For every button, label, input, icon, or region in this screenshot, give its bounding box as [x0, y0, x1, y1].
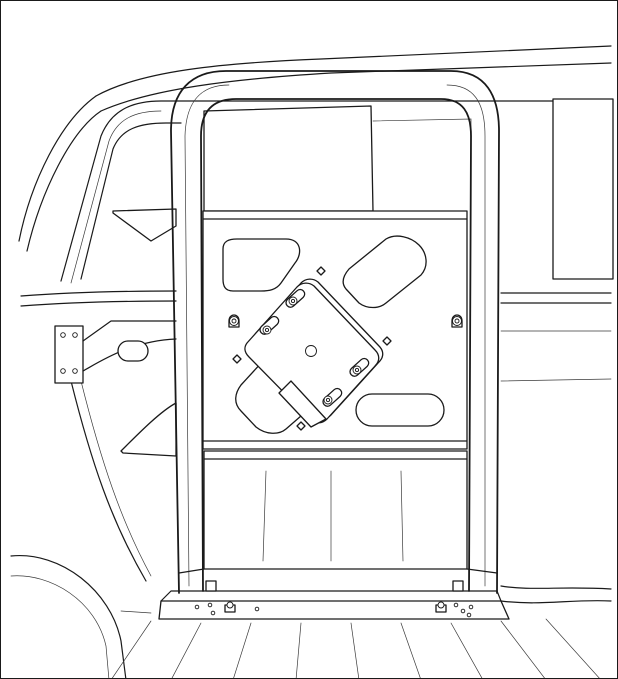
bracket-slot-left	[259, 315, 280, 335]
hoop-frame	[170, 70, 500, 594]
lower-panel	[178, 450, 498, 574]
truck-cab-rear	[10, 45, 614, 678]
bracket-slot-top	[285, 288, 306, 308]
bracket-slot-right	[349, 357, 370, 377]
truck-bed-floor	[111, 610, 600, 678]
bracket-center-hole	[305, 345, 317, 357]
left-keyhole-bolt	[228, 314, 240, 328]
base-foot-plate	[158, 580, 510, 620]
base-bolt-left	[224, 601, 236, 613]
right-keyhole-bolt	[451, 314, 463, 328]
diamond-markers	[232, 266, 392, 431]
base-bolt-right	[435, 601, 447, 613]
adapter-bracket	[244, 278, 384, 428]
bracket-slot-bottom	[322, 387, 343, 407]
